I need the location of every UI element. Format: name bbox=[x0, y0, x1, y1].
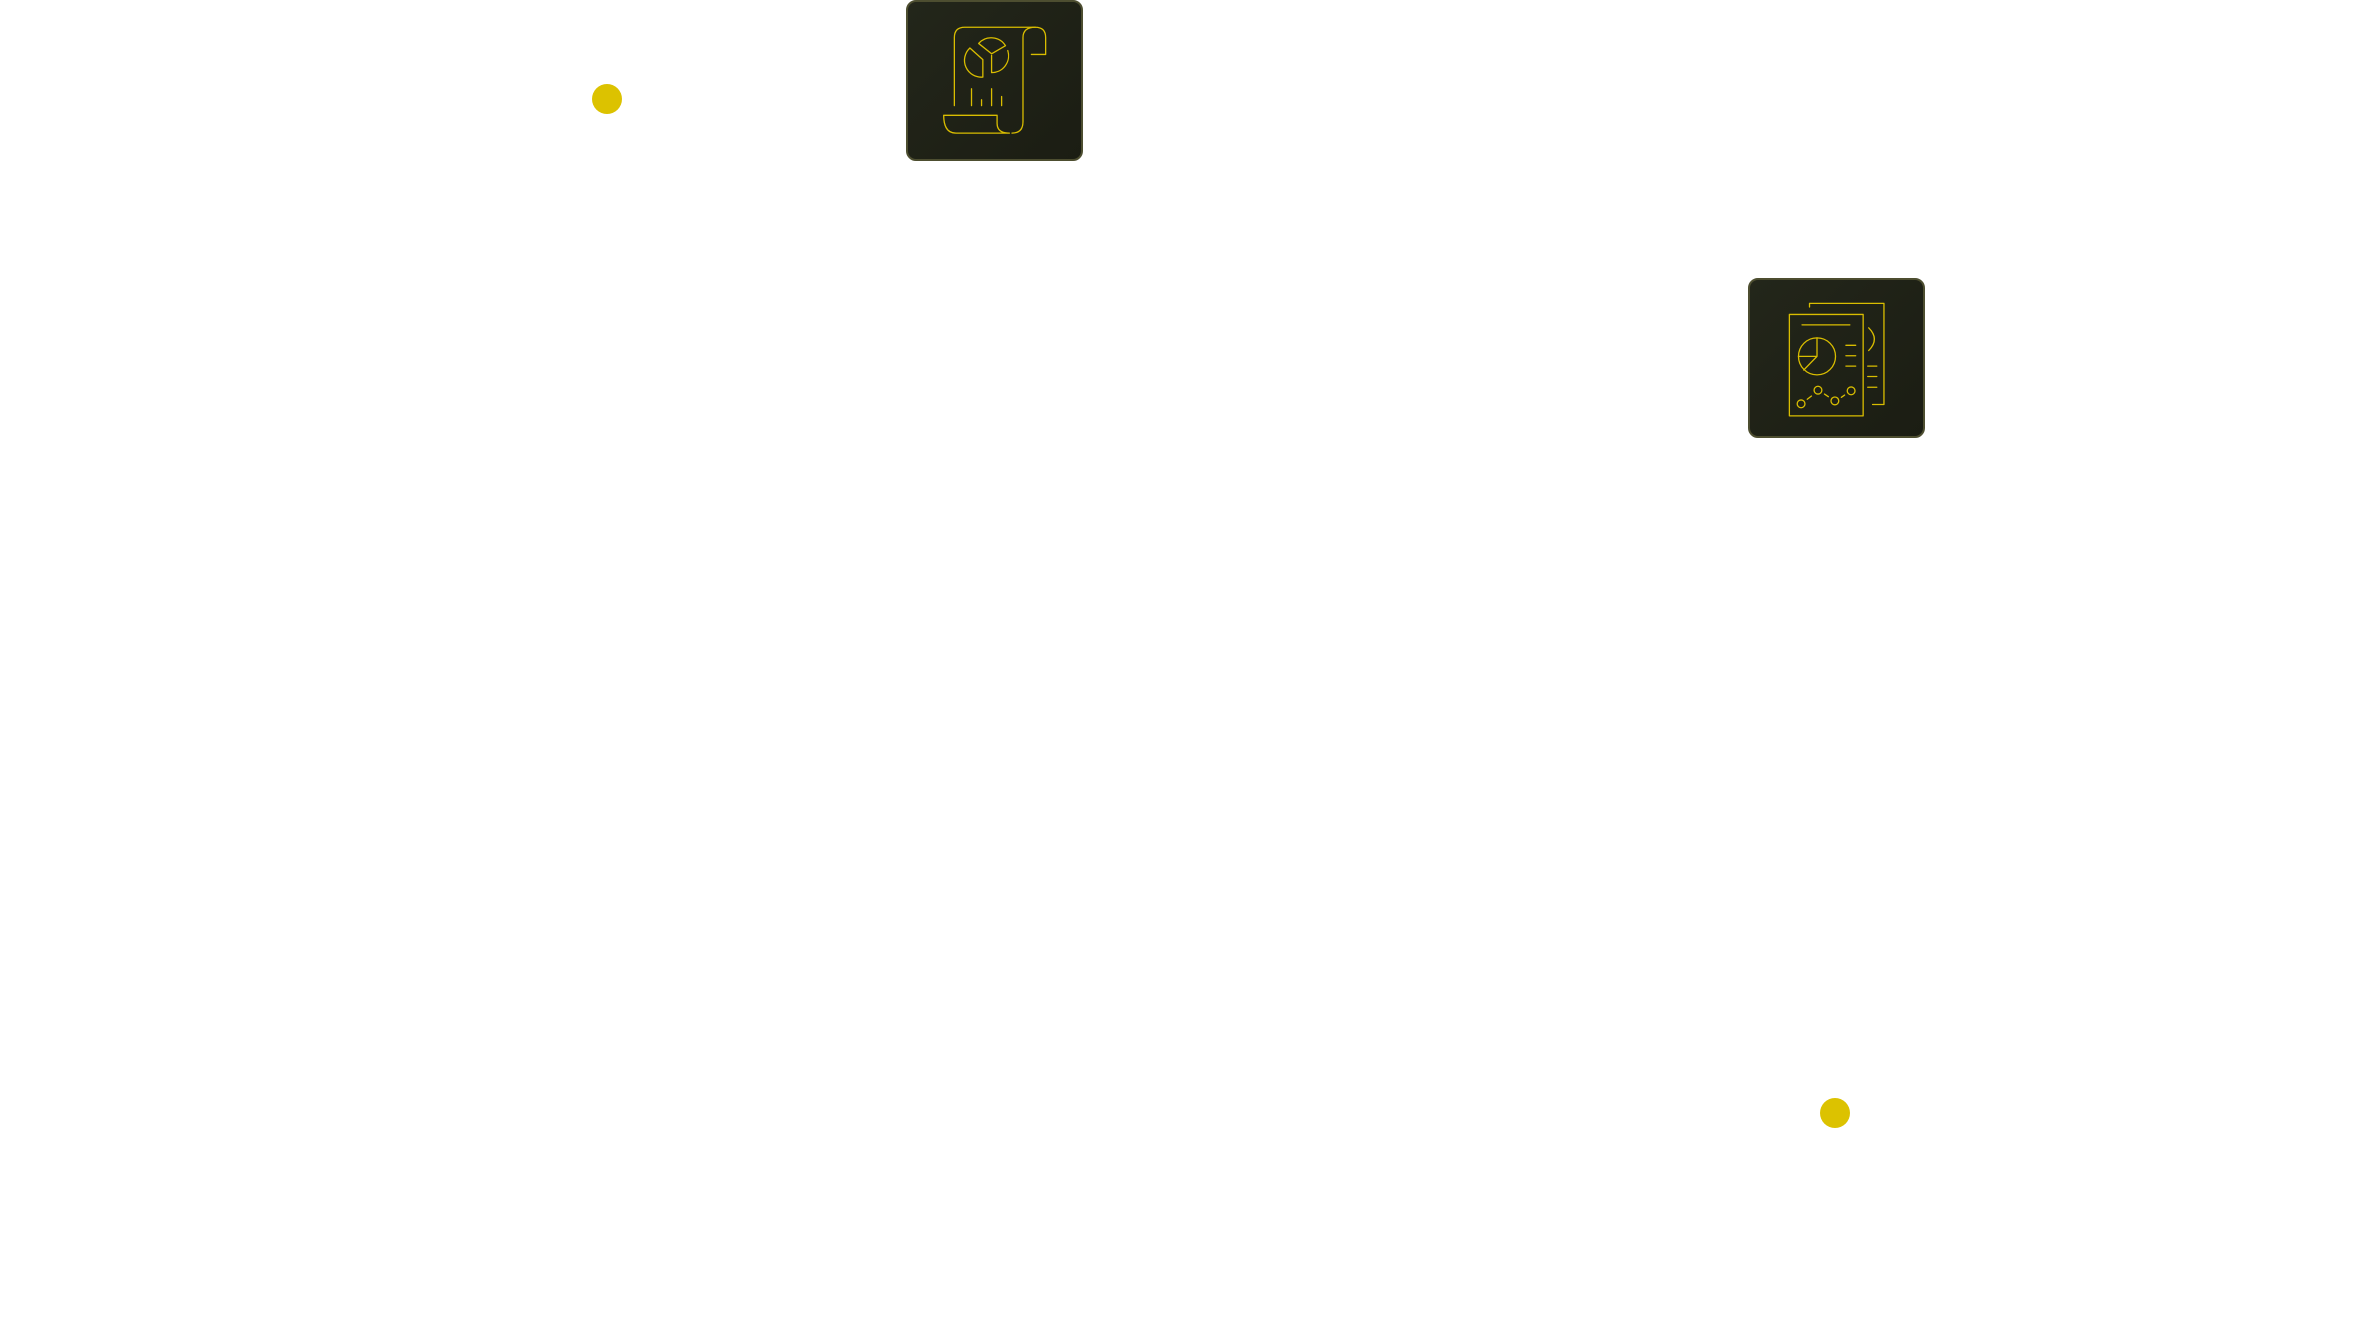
decorative-dot bbox=[592, 84, 622, 114]
document-pie-chart-report-icon bbox=[1788, 302, 1885, 417]
scroll-report-chart-icon bbox=[943, 26, 1047, 134]
scroll-report-card bbox=[906, 0, 1083, 161]
document-report-card bbox=[1748, 278, 1925, 438]
decorative-dot bbox=[1820, 1098, 1850, 1128]
